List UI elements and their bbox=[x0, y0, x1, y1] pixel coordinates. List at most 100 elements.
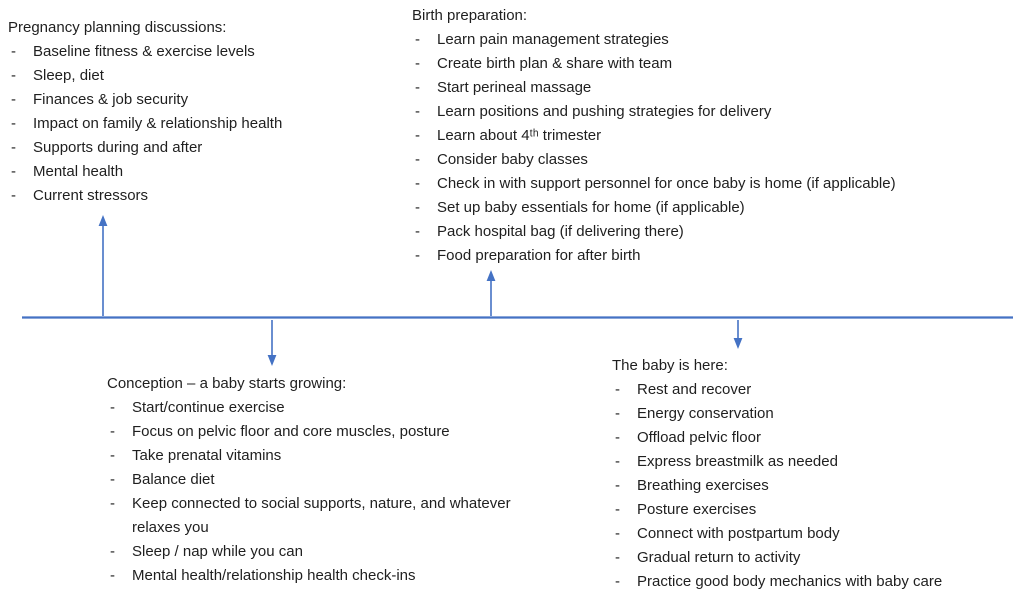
list-item: -Learn pain management strategies bbox=[412, 28, 1002, 52]
list-item: -Mental health bbox=[8, 160, 380, 184]
list-item-text: Connect with postpartum body bbox=[637, 525, 840, 542]
list-item: -Breathing exercises bbox=[612, 474, 1014, 498]
list-item: -Gradual return to activity bbox=[612, 546, 1014, 570]
list-item: -Finances & job security bbox=[8, 88, 380, 112]
list-item: -Check in with support personnel for onc… bbox=[412, 172, 1002, 196]
bullet-dash: - bbox=[615, 477, 620, 494]
list-item-text: Mental health/relationship health check-… bbox=[132, 567, 416, 584]
list-item-text: Supports during and after bbox=[33, 139, 203, 156]
list-item: -Sleep / nap while you can bbox=[107, 540, 522, 564]
bullet-dash: - bbox=[11, 91, 16, 108]
section-list: -Baseline fitness & exercise levels-Slee… bbox=[8, 40, 380, 208]
list-item-text: Impact on family & relationship health bbox=[33, 115, 283, 132]
bullet-dash: - bbox=[615, 429, 620, 446]
list-item: -Energy conservation bbox=[612, 402, 1014, 426]
list-item: -Consider baby classes bbox=[412, 148, 1002, 172]
bullet-dash: - bbox=[11, 187, 16, 204]
section-title: Birth preparation: bbox=[412, 7, 528, 24]
bullet-dash: - bbox=[415, 175, 420, 192]
list-item-text: Sleep, diet bbox=[33, 67, 104, 84]
list-item: -Express breastmilk as needed bbox=[612, 450, 1014, 474]
bullet-dash: - bbox=[11, 43, 16, 60]
list-item: -Sleep, diet bbox=[8, 64, 380, 88]
bullet-dash: - bbox=[110, 399, 115, 416]
list-item: -Posture exercises bbox=[612, 498, 1014, 522]
list-item: -Set up baby essentials for home (if app… bbox=[412, 196, 1002, 220]
bullet-dash: - bbox=[615, 501, 620, 518]
list-item-text: Energy conservation bbox=[637, 405, 774, 422]
list-item: -Take prenatal vitamins bbox=[107, 444, 522, 468]
bullet-dash: - bbox=[415, 127, 420, 144]
bullet-dash: - bbox=[415, 103, 420, 120]
bullet-dash: - bbox=[11, 139, 16, 156]
list-item-text: Balance diet bbox=[132, 471, 215, 488]
bullet-dash: - bbox=[110, 423, 115, 440]
list-item: -Mental health/relationship health check… bbox=[107, 564, 522, 588]
list-item-text: Take prenatal vitamins bbox=[132, 447, 282, 464]
bullet-dash: - bbox=[415, 223, 420, 240]
list-item: -Start perineal massage bbox=[412, 76, 1002, 100]
list-item-text: Sleep / nap while you can bbox=[132, 543, 303, 560]
list-item-text: Baseline fitness & exercise levels bbox=[33, 43, 255, 60]
section-pregnancy-planning: Pregnancy planning discussions: -Baselin… bbox=[8, 16, 380, 208]
section-conception: Conception – a baby starts growing: -Sta… bbox=[107, 372, 522, 588]
bullet-dash: - bbox=[615, 549, 620, 566]
bullet-dash: - bbox=[415, 151, 420, 168]
bullet-dash: - bbox=[11, 115, 16, 132]
list-item-text: Practice good body mechanics with baby c… bbox=[637, 573, 943, 590]
list-item-text: Finances & job security bbox=[33, 91, 189, 108]
list-item: -Food preparation for after birth bbox=[412, 244, 1002, 268]
bullet-dash: - bbox=[415, 31, 420, 48]
bullet-dash: - bbox=[110, 471, 115, 488]
list-item-text: Express breastmilk as needed bbox=[637, 453, 838, 470]
arrow-up-pregnancy-planning bbox=[98, 215, 108, 316]
list-item: -Connect with postpartum body bbox=[612, 522, 1014, 546]
bullet-dash: - bbox=[615, 453, 620, 470]
section-title: Conception – a baby starts growing: bbox=[107, 375, 347, 392]
bullet-dash: - bbox=[110, 543, 115, 560]
bullet-dash: - bbox=[110, 447, 115, 464]
section-list: -Start/continue exercise-Focus on pelvic… bbox=[107, 396, 522, 588]
list-item-text: Create birth plan & share with team bbox=[437, 55, 673, 72]
list-item-text: Start/continue exercise bbox=[132, 399, 285, 416]
list-item: -Focus on pelvic floor and core muscles,… bbox=[107, 420, 522, 444]
bullet-dash: - bbox=[110, 495, 115, 512]
bullet-dash: - bbox=[415, 199, 420, 216]
list-item-text: Gradual return to activity bbox=[637, 549, 801, 566]
list-item: -Baseline fitness & exercise levels bbox=[8, 40, 380, 64]
arrow-down-the-baby-is-here bbox=[733, 320, 743, 349]
arrow-down-conception bbox=[267, 320, 277, 366]
bullet-dash: - bbox=[415, 55, 420, 72]
list-item-text: Learn about 4ᵗʰ trimester bbox=[437, 127, 602, 144]
list-item: -Learn about 4ᵗʰ trimester bbox=[412, 124, 1002, 148]
section-birth-preparation: Birth preparation: -Learn pain managemen… bbox=[412, 4, 1002, 268]
arrow-up-birth-preparation bbox=[486, 270, 496, 316]
section-list: -Learn pain management strategies-Create… bbox=[412, 28, 1002, 268]
list-item-text: Focus on pelvic floor and core muscles, … bbox=[132, 423, 450, 440]
list-item: -Practice good body mechanics with baby … bbox=[612, 570, 1014, 594]
bullet-dash: - bbox=[615, 525, 620, 542]
list-item-text: Pack hospital bag (if delivering there) bbox=[437, 223, 684, 240]
list-item: -Balance diet bbox=[107, 468, 522, 492]
list-item: -Rest and recover bbox=[612, 378, 1014, 402]
list-item: -Keep connected to social supports, natu… bbox=[107, 492, 522, 540]
bullet-dash: - bbox=[11, 67, 16, 84]
list-item-text: Posture exercises bbox=[637, 501, 757, 518]
list-item-text: Offload pelvic floor bbox=[637, 429, 761, 446]
list-item: -Current stressors bbox=[8, 184, 380, 208]
section-title: Pregnancy planning discussions: bbox=[8, 19, 227, 36]
list-item-text: Set up baby essentials for home (if appl… bbox=[437, 199, 745, 216]
list-item-text: Learn pain management strategies bbox=[437, 31, 669, 48]
list-item: -Pack hospital bag (if delivering there) bbox=[412, 220, 1002, 244]
list-item: -Offload pelvic floor bbox=[612, 426, 1014, 450]
list-item-text: Keep connected to social supports, natur… bbox=[132, 495, 511, 536]
bullet-dash: - bbox=[415, 79, 420, 96]
section-the-baby-is-here: The baby is here: -Rest and recover-Ener… bbox=[612, 354, 1014, 594]
bullet-dash: - bbox=[615, 573, 620, 590]
section-list: -Rest and recover-Energy conservation-Of… bbox=[612, 378, 1014, 594]
list-item-text: Breathing exercises bbox=[637, 477, 769, 494]
list-item-text: Current stressors bbox=[33, 187, 149, 204]
list-item-text: Start perineal massage bbox=[437, 79, 592, 96]
bullet-dash: - bbox=[110, 567, 115, 584]
